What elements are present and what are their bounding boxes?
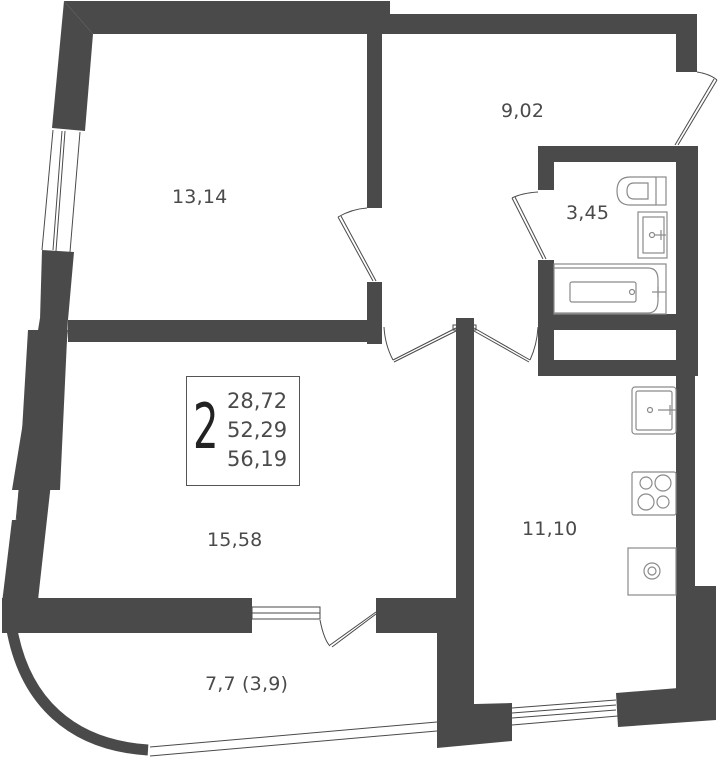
area-summary: 28,72 52,29 56,19 — [227, 387, 287, 474]
bathtub-icon — [553, 263, 667, 315]
balcony-curved-wall — [6, 628, 149, 756]
balcony-door — [251, 606, 377, 648]
total-area: 52,29 — [227, 418, 288, 442]
room-area-hall: 9,02 — [501, 100, 545, 122]
room-area-living-room: 15,58 — [207, 529, 263, 551]
kitchen-fixtures — [627, 386, 677, 596]
bedroom-door — [337, 207, 377, 282]
bedroom-window — [41, 129, 81, 253]
kitchen-sink-icon — [631, 386, 677, 435]
room-area-bathroom: 3,45 — [566, 202, 610, 224]
room-area-bedroom: 13,14 — [172, 186, 228, 208]
toilet-icon — [616, 176, 667, 206]
living-area: 28,72 — [227, 389, 288, 413]
bathroom-door — [511, 191, 547, 260]
room-area-kitchen: 11,10 — [522, 518, 578, 540]
living-window — [15, 397, 55, 525]
hall-double-door — [383, 324, 539, 363]
bathroom-sink-icon — [637, 211, 668, 259]
walls — [2, 1, 716, 748]
apartment-summary-box: 2 28,72 52,29 56,19 — [186, 376, 300, 486]
bathroom-fixtures — [553, 176, 668, 315]
fridge-icon — [627, 547, 677, 596]
total-area-with-balcony: 56,19 — [227, 447, 288, 471]
entry-door — [674, 71, 718, 146]
room-area-balcony: 7,7 (3,9) — [205, 673, 289, 695]
stove-icon — [631, 471, 677, 516]
balcony-glazing — [149, 699, 619, 757]
room-count: 2 — [193, 390, 219, 463]
